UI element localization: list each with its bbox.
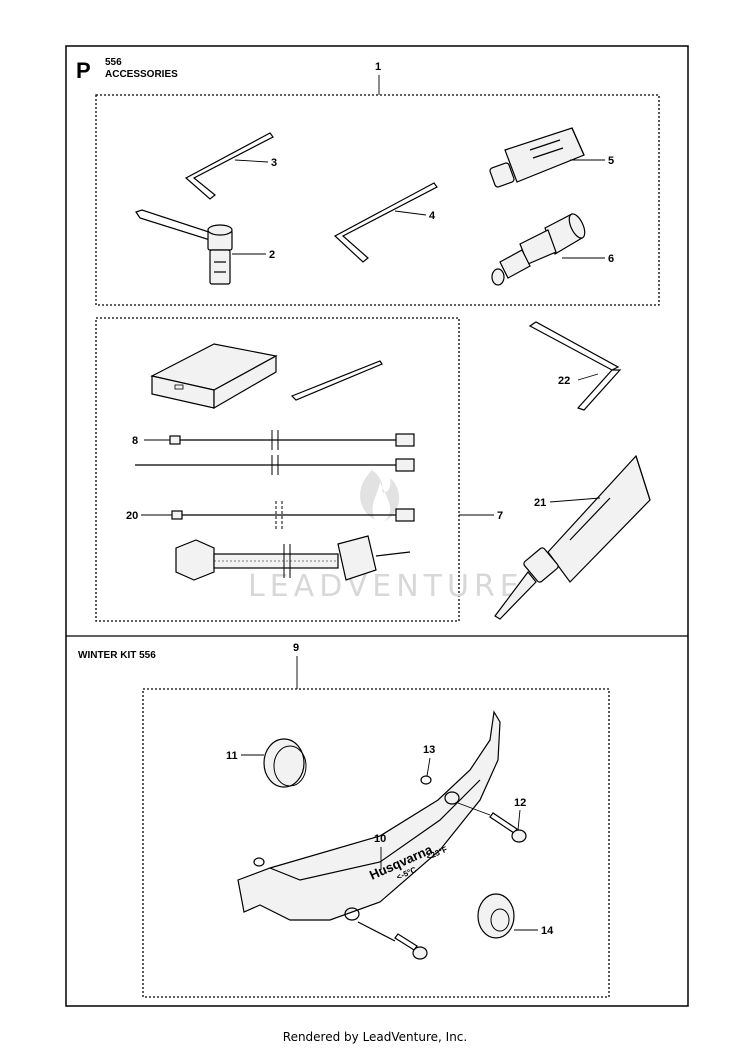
footer-credit: Rendered by LeadVenture, Inc.	[282, 1030, 468, 1044]
callout-13: 13	[423, 744, 435, 777]
screw-lower	[357, 921, 428, 960]
svg-text:21: 21	[534, 497, 546, 509]
svg-text:3: 3	[271, 157, 277, 169]
tweezers	[290, 360, 383, 401]
piston-stop-tool	[491, 213, 586, 286]
rubber-plug	[263, 738, 307, 788]
svg-text:10: 10	[374, 833, 386, 845]
service-kit-case	[150, 343, 278, 410]
svg-text:6: 6	[608, 253, 614, 265]
svg-text:11: 11	[226, 750, 238, 762]
svg-text:9: 9	[293, 642, 299, 654]
section-letter: P	[76, 58, 91, 83]
cable-8	[169, 430, 415, 450]
model-number: 556	[105, 57, 122, 68]
callout-6: 6	[562, 253, 614, 265]
accessories-group-box	[95, 94, 660, 306]
svg-text:12: 12	[514, 797, 526, 809]
callout-21: 21	[534, 497, 601, 509]
svg-text:4: 4	[429, 210, 436, 222]
callout-11: 11	[226, 750, 264, 762]
svg-text:8: 8	[132, 435, 138, 447]
callout-8: 8	[132, 435, 170, 447]
svg-text:22: 22	[558, 375, 570, 387]
svg-text:2: 2	[269, 249, 275, 261]
svg-text:1: 1	[375, 61, 381, 73]
page-title: ACCESSORIES	[105, 69, 178, 80]
callout-4: 4	[394, 210, 436, 222]
callout-12: 12	[457, 797, 526, 831]
sealant-tube	[494, 454, 651, 620]
watermark-text: LEADVENTURE	[248, 569, 524, 604]
combination-wrench	[135, 209, 233, 285]
adapter-harness	[175, 535, 411, 581]
svg-text:14: 14	[541, 925, 554, 937]
svg-text:7: 7	[497, 510, 503, 522]
service-kit-group-box	[95, 317, 460, 622]
callout-1: 1	[375, 61, 381, 95]
callout-3: 3	[234, 157, 277, 169]
svg-text:13: 13	[423, 744, 435, 756]
cable-20	[171, 501, 415, 529]
o-ring-13	[420, 775, 432, 785]
leadventure-watermark: LEADVENTURE	[248, 470, 524, 604]
callout-22: 22	[558, 373, 599, 387]
callout-9: 9	[293, 642, 299, 689]
svg-text:20: 20	[126, 510, 138, 522]
callout-14: 14	[514, 925, 554, 937]
winter-kit-group-box	[142, 688, 610, 998]
hex-key-small	[184, 132, 274, 200]
hex-key-large	[333, 182, 438, 263]
svg-text:5: 5	[608, 155, 614, 167]
outer-frame	[65, 45, 689, 1007]
cable-usb	[135, 455, 415, 475]
callout-20: 20	[126, 510, 172, 522]
callout-5: 5	[570, 155, 614, 167]
callout-10: 10	[374, 833, 386, 870]
callout-7: 7	[459, 510, 503, 522]
grease-tube	[489, 127, 585, 188]
callout-2: 2	[232, 249, 275, 261]
screw-12	[489, 812, 527, 843]
hook-tool	[528, 321, 622, 411]
grommet-14	[477, 893, 515, 939]
winter-kit-title: WINTER KIT 556	[78, 650, 156, 661]
